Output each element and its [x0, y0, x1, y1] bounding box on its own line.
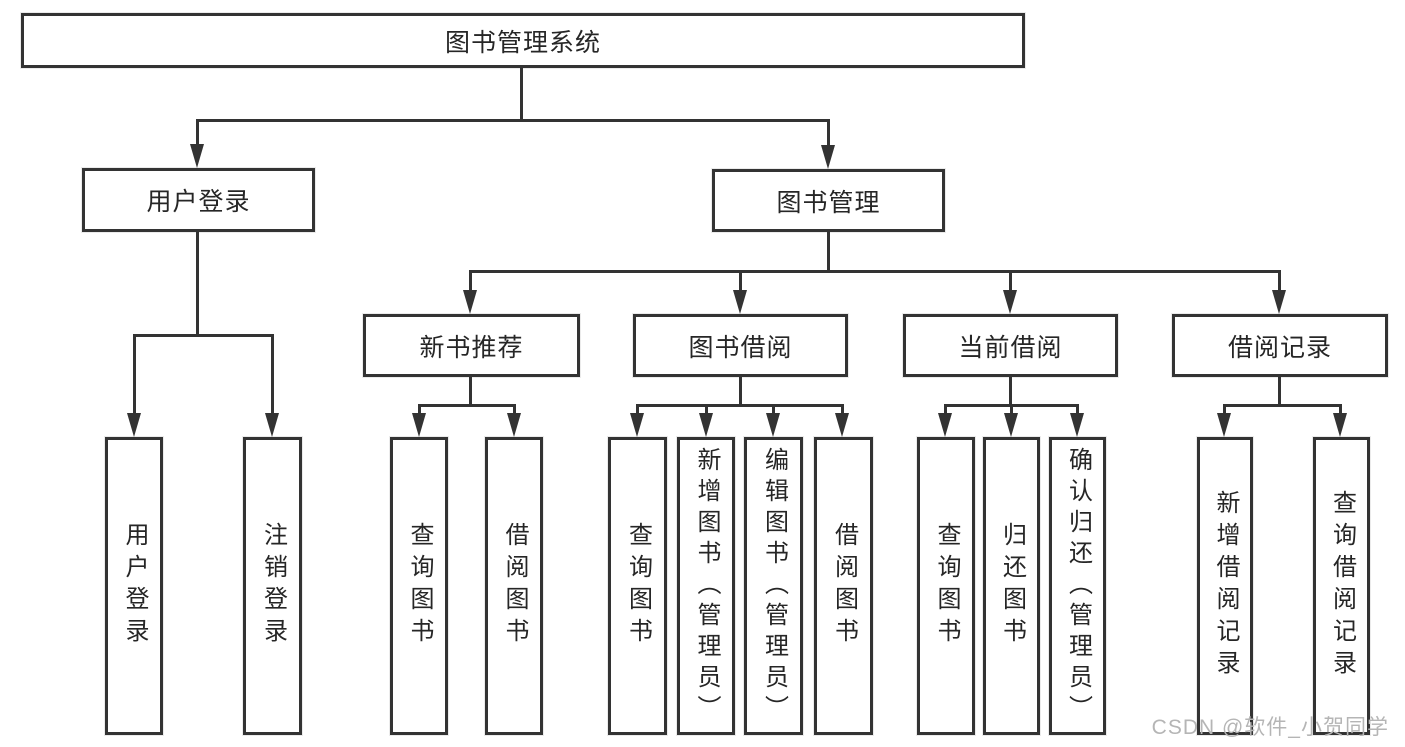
- leaf-borrow-query: 查询图书: [608, 437, 667, 735]
- connector-drop-borrow: [739, 270, 742, 300]
- node-book-borrow: 图书借阅: [633, 314, 848, 377]
- connector-root-hline: [196, 119, 830, 122]
- connector-record-hline: [1223, 404, 1342, 407]
- arrowhead-bb-query: [630, 413, 644, 437]
- arrowhead-user-login: [190, 144, 204, 168]
- connector-drop-new-book: [469, 270, 472, 300]
- leaf-current-query: 查询图书: [917, 437, 975, 735]
- leaf-current-return: 归还图书: [983, 437, 1040, 735]
- arrowhead-bb-add: [699, 413, 713, 437]
- arrowhead-br-query: [1333, 413, 1347, 437]
- leaf-user-login: 用户登录: [105, 437, 163, 735]
- node-current-borrow-label: 当前借阅: [958, 333, 1063, 362]
- node-book-borrow-label: 图书借阅: [688, 333, 793, 362]
- arrowhead-nb-borrow: [507, 413, 521, 437]
- arrowhead-cb-query: [938, 413, 952, 437]
- leaf-newbook-query: 查询图书: [390, 437, 448, 735]
- leaf-logout-label: 注销登录: [259, 522, 287, 650]
- leaf-newbook-borrow: 借阅图书: [485, 437, 543, 735]
- leaf-borrow-edit: 编辑图书（管理员）: [744, 437, 803, 735]
- connector-bookmgmt-hline: [469, 270, 1281, 273]
- leaf-current-query-label: 查询图书: [933, 522, 960, 650]
- node-current-borrow: 当前借阅: [903, 314, 1118, 377]
- leaf-record-add: 新增借阅记录: [1197, 437, 1253, 735]
- connector-borrow-stem: [739, 377, 742, 407]
- leaf-current-return-label: 归还图书: [998, 522, 1026, 650]
- arrowhead-borrow: [733, 290, 747, 314]
- connector-userlogin-stem: [196, 232, 199, 335]
- node-book-mgmt: 图书管理: [712, 169, 945, 232]
- arrowhead-book-mgmt: [821, 145, 835, 169]
- node-user-login-label: 用户登录: [146, 188, 251, 216]
- connector-drop-leaf-login: [133, 334, 136, 426]
- node-new-book-rec: 新书推荐: [363, 314, 580, 377]
- node-root: 图书管理系统: [21, 13, 1025, 68]
- node-user-login: 用户登录: [82, 168, 315, 232]
- leaf-newbook-query-label: 查询图书: [406, 522, 433, 650]
- leaf-current-confirm: 确认归还（管理员）: [1049, 437, 1106, 735]
- leaf-current-confirm-label: 确认归还（管理员）: [1064, 446, 1092, 726]
- leaf-user-login-label: 用户登录: [121, 522, 148, 650]
- arrowhead-new-book: [463, 290, 477, 314]
- leaf-record-query: 查询借阅记录: [1313, 437, 1370, 735]
- connector-record-stem: [1278, 377, 1281, 407]
- leaf-borrow-query-label: 查询图书: [624, 522, 652, 650]
- connector-borrow-hline: [636, 404, 844, 407]
- connector-drop-current: [1009, 270, 1012, 300]
- node-new-book-rec-label: 新书推荐: [419, 333, 524, 362]
- connector-newbook-hline: [418, 404, 516, 407]
- leaf-borrow-add: 新增图书（管理员）: [677, 437, 735, 735]
- node-borrow-record: 借阅记录: [1172, 314, 1388, 377]
- arrowhead-current: [1003, 290, 1017, 314]
- leaf-borrow-borrow-label: 借阅图书: [830, 522, 858, 650]
- leaf-logout: 注销登录: [243, 437, 302, 735]
- leaf-record-add-label: 新增借阅记录: [1212, 490, 1239, 682]
- node-borrow-record-label: 借阅记录: [1227, 333, 1332, 362]
- arrowhead-nb-query: [412, 413, 426, 437]
- arrowhead-cb-confirm: [1070, 413, 1084, 437]
- leaf-borrow-borrow: 借阅图书: [814, 437, 873, 735]
- connector-drop-leaf-logout: [271, 334, 274, 426]
- connector-current-stem: [1009, 377, 1012, 407]
- leaf-borrow-edit-label: 编辑图书（管理员）: [760, 446, 788, 726]
- arrowhead-bb-edit: [766, 413, 780, 437]
- leaf-record-query-label: 查询借阅记录: [1328, 490, 1356, 682]
- connector-drop-book-mgmt: [827, 119, 830, 157]
- arrowhead-leaf-login: [127, 413, 141, 437]
- node-root-label: 图书管理系统: [444, 28, 601, 57]
- connector-root-stem: [520, 68, 523, 121]
- connector-bookmgmt-stem: [827, 232, 830, 272]
- leaf-newbook-borrow-label: 借阅图书: [501, 522, 528, 650]
- leaf-borrow-add-label: 新增图书（管理员）: [693, 446, 720, 726]
- arrowhead-cb-return: [1004, 413, 1018, 437]
- arrowhead-bb-borrow: [835, 413, 849, 437]
- connector-drop-user-login: [196, 119, 199, 157]
- arrowhead-br-add: [1217, 413, 1231, 437]
- connector-drop-record: [1278, 270, 1281, 300]
- connector-userlogin-hline: [133, 334, 274, 337]
- arrowhead-leaf-logout: [265, 413, 279, 437]
- node-book-mgmt-label: 图书管理: [776, 188, 881, 217]
- csdn-watermark: CSDN @软件_小贺同学: [1151, 716, 1389, 739]
- connector-newbook-stem: [469, 377, 472, 407]
- arrowhead-record: [1272, 290, 1286, 314]
